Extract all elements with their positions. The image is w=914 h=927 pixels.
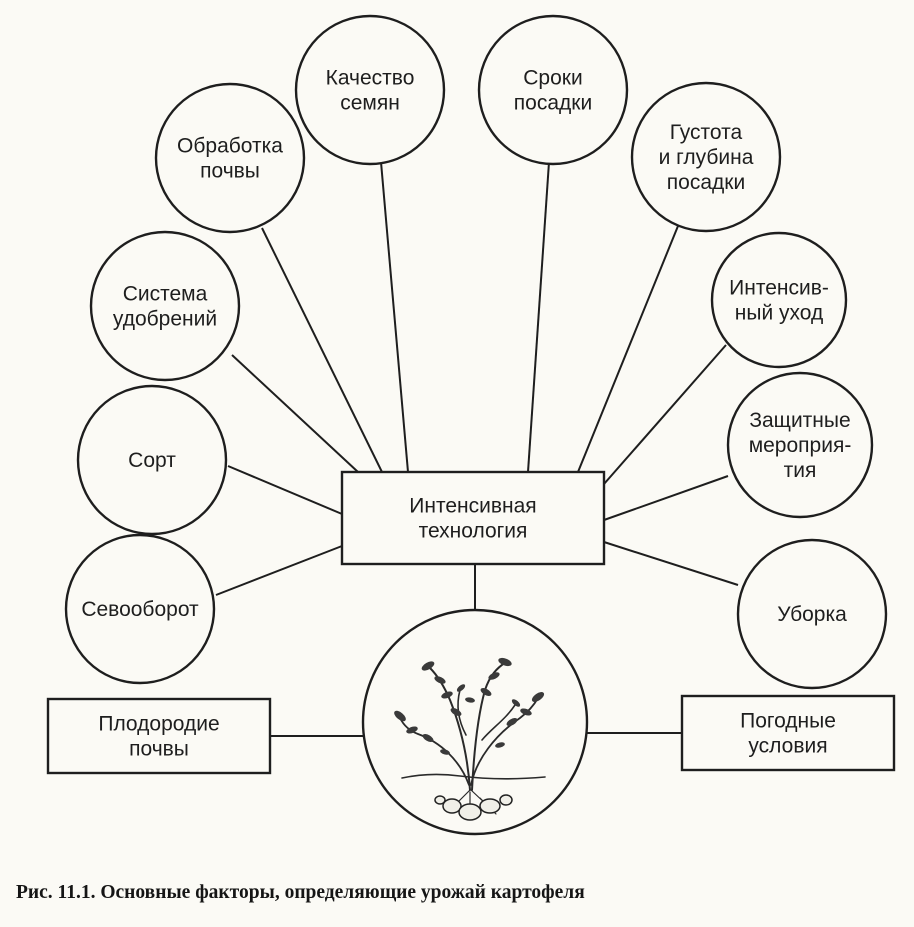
connector-sort [227, 465, 343, 515]
connector-intensivnyy-ukhod [603, 344, 727, 485]
factor-label-line: ный уход [735, 302, 824, 325]
external-label-line: условия [748, 735, 827, 758]
center-label-line: технология [419, 520, 528, 543]
center-label-line: Интенсивная [409, 495, 536, 518]
plant-circle [361, 608, 589, 836]
connector-sroki-posadki [527, 161, 550, 473]
factor-label-line: Обработка [177, 135, 283, 158]
factor-label-line: мероприя- [749, 434, 852, 457]
factor-label-line: Защитные [749, 409, 850, 432]
factor-node-sevooborot: Севооборот [64, 533, 216, 685]
factor-label-line: семян [340, 92, 400, 115]
factor-label-line: посадки [514, 92, 592, 115]
connector-zashchitnye [603, 475, 729, 521]
factor-label-line: Сроки [523, 67, 582, 90]
factor-label-line: почвы [200, 160, 260, 183]
factor-label: Интенсив-ный уход [729, 277, 829, 325]
factor-label-line: и глубина [659, 146, 754, 169]
factor-node-uborka: Уборка [736, 538, 888, 690]
factor-label-line: Интенсив- [729, 277, 829, 300]
factor-circle [294, 14, 446, 166]
connector-gustota [577, 225, 679, 473]
connectors [215, 161, 739, 737]
center-box [340, 470, 606, 566]
factor-label: Севооборот [81, 598, 199, 621]
connector-obrabotka-pochvy [261, 227, 383, 473]
factor-circle [64, 533, 216, 685]
connector-kachestvo-semyan [380, 161, 409, 473]
connector-sistema-udobreniy [231, 354, 359, 473]
factor-label-line: Густота [670, 121, 743, 144]
factor-label-line: Система [123, 283, 208, 306]
factor-circle [630, 81, 782, 233]
factor-circle [736, 538, 888, 690]
external-box [46, 697, 272, 775]
potato-plant-icon [361, 608, 589, 836]
connector-uborka [603, 541, 739, 586]
factor-circle [710, 231, 848, 369]
factor-label: Сорт [128, 449, 176, 472]
factor-circle [89, 230, 241, 382]
factor-label-line: удобрений [113, 308, 217, 331]
factor-node-sort: Сорт [76, 384, 228, 536]
factor-circle [154, 82, 306, 234]
factor-circle [726, 371, 874, 519]
factor-circle [477, 14, 629, 166]
external-label-line: Погодные [740, 710, 836, 733]
factor-label-line: Уборка [777, 603, 847, 626]
figure-caption: Рис. 11.1. Основные факторы, определяющи… [16, 882, 585, 903]
factor-label-line: посадки [667, 171, 745, 194]
connector-sevooborot [215, 545, 343, 596]
factor-label-line: Севооборот [81, 598, 199, 621]
external-label-line: почвы [129, 738, 189, 761]
factor-label: Уборка [777, 603, 847, 626]
factor-node-intensivnyy-ukhod: Интенсив-ный уход [710, 231, 848, 369]
factor-label-line: Сорт [128, 449, 176, 472]
external-box [680, 694, 896, 772]
external-label-line: Плодородие [98, 713, 219, 736]
factor-label-line: Качество [326, 67, 415, 90]
factor-label-line: тия [784, 459, 817, 482]
factor-circle [76, 384, 228, 536]
